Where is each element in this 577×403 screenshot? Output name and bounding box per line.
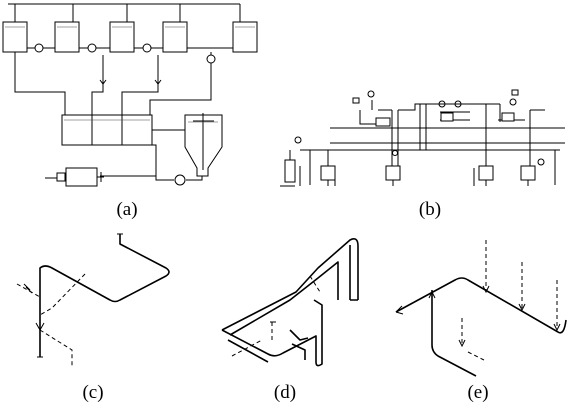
top-tank-row [2, 21, 258, 53]
caption-c: (c) [82, 382, 103, 403]
pump-symbols [27, 43, 233, 80]
panel-b-piping-layout: (b) [280, 89, 565, 220]
tank-3 [109, 21, 135, 53]
tank-4 [162, 21, 188, 53]
motor-unit [56, 167, 104, 187]
caption-b: (b) [419, 199, 441, 220]
pump-3 [142, 43, 152, 53]
instrument-blocks [294, 89, 545, 166]
panel-d-isometric-pipe: (d) [221, 238, 359, 403]
pump-1 [34, 43, 44, 53]
conical-settler [152, 113, 223, 177]
tank-5 [232, 21, 258, 53]
panel-c-isometric-pipe: (c) [16, 233, 170, 403]
panel-e-isometric-pipe: (e) [395, 240, 567, 403]
pump-2 [87, 43, 97, 53]
vessel-row [284, 159, 536, 183]
caption-d: (d) [274, 382, 296, 403]
pump-4 [206, 54, 216, 64]
tank-2 [54, 21, 80, 53]
mixing-vessel [61, 114, 153, 146]
caption-a: (a) [116, 199, 137, 220]
tank-1 [2, 21, 28, 53]
panel-a-process-diagram: (a) [2, 3, 258, 220]
bottom-pump [174, 174, 186, 186]
caption-e: (e) [467, 382, 488, 403]
